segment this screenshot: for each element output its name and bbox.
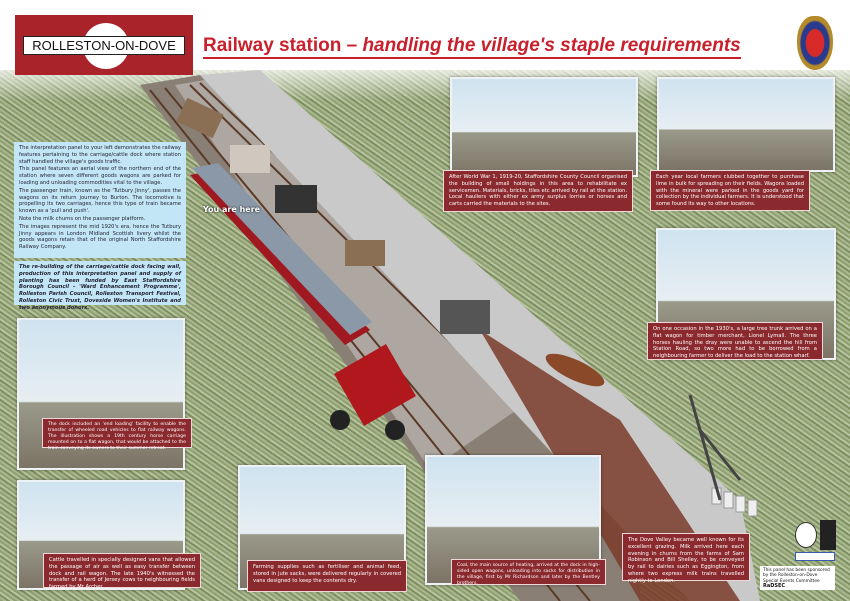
tree-trunk bbox=[545, 353, 605, 387]
caption-cattle: Cattle travelled in specially designed v… bbox=[43, 553, 201, 590]
milk-churns bbox=[711, 487, 758, 517]
caption-coal: Coal, the main source of heating, arrive… bbox=[451, 559, 606, 586]
caption-smallholdings: After World War 1, 1919-20, Staffordshir… bbox=[443, 170, 633, 212]
goods-wagons bbox=[176, 97, 490, 334]
caption-milk: The Dove Valley became well known for it… bbox=[622, 533, 750, 584]
rolleston-logo: ROLLESTON-ON-DOVE bbox=[15, 15, 193, 75]
sponsor-badge-icon bbox=[820, 520, 836, 550]
caption-tree-trunk: On one occasion in the 1930's, a large t… bbox=[647, 322, 823, 360]
page-title: Railway station – handling the village's… bbox=[203, 34, 741, 59]
sponsor-seal-icon bbox=[795, 522, 817, 548]
locomotive bbox=[334, 344, 416, 426]
caption-carriage: The dock included an 'end loading' facil… bbox=[42, 418, 192, 451]
photo-smallholdings bbox=[450, 77, 638, 177]
caption-feed: Farming supplies such as fertiliser and … bbox=[247, 560, 407, 592]
sponsor-note: This panel has been sponsored by the Rol… bbox=[760, 566, 835, 590]
credits-panel: The re-building of the carriage/cattle d… bbox=[14, 261, 186, 311]
photo-lime bbox=[657, 77, 835, 172]
caption-lime: Each year local farmers clubbed together… bbox=[650, 170, 810, 211]
passenger-train bbox=[190, 163, 416, 440]
crest-emblem bbox=[797, 16, 833, 70]
intro-panel: The interpretation panel to your left de… bbox=[14, 142, 186, 258]
you-are-here-label: You are here bbox=[203, 205, 261, 214]
crane bbox=[688, 394, 742, 501]
logo-text: ROLLESTON-ON-DOVE bbox=[23, 36, 185, 55]
sponsor-logo-icon bbox=[795, 552, 835, 561]
ballast bbox=[175, 80, 560, 470]
